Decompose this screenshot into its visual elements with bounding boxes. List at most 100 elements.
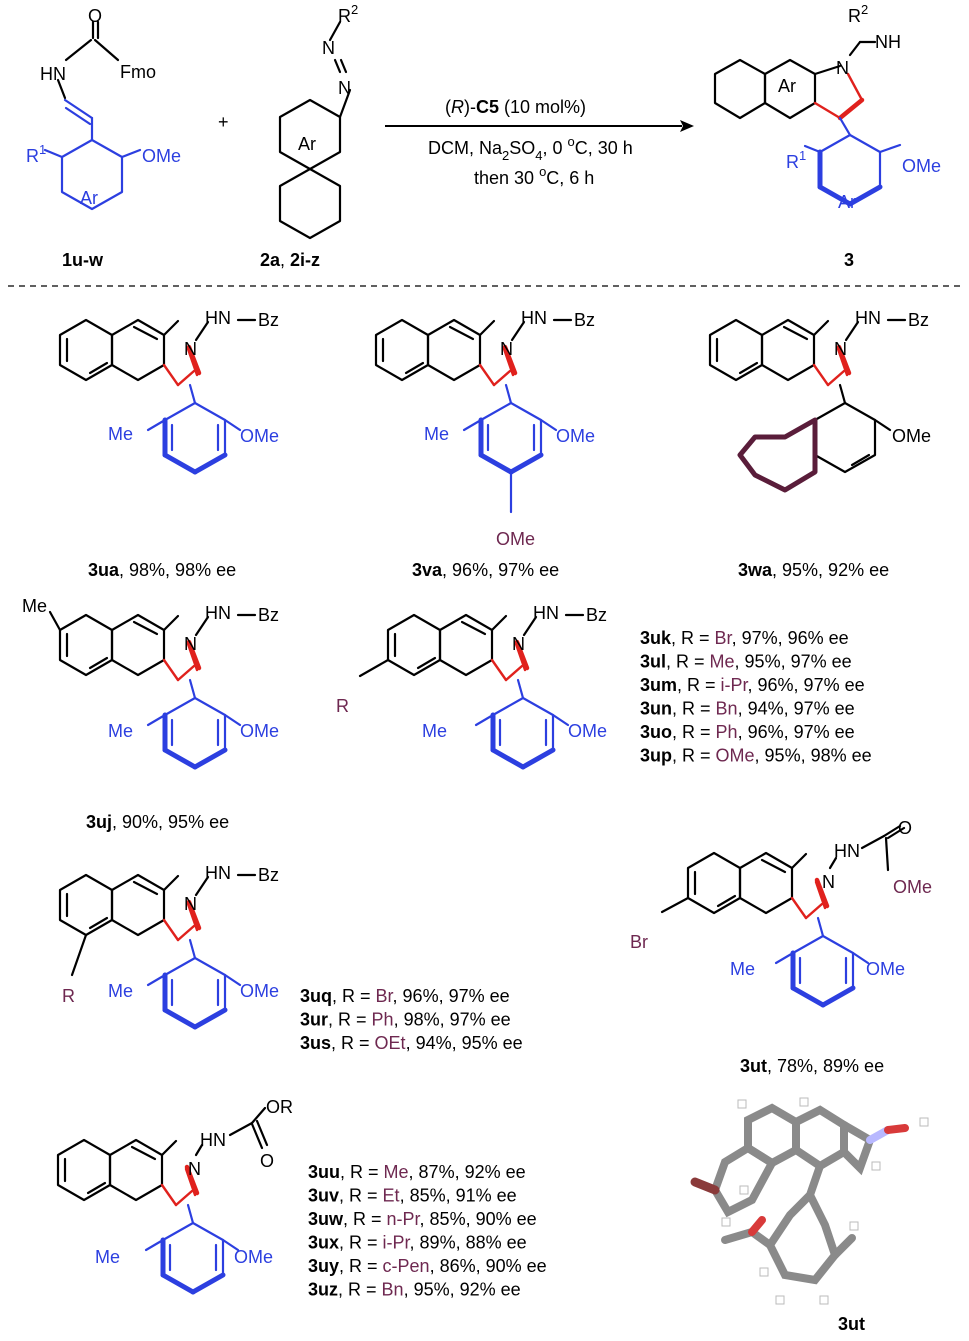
- plus-sign: +: [218, 112, 229, 132]
- reactant-2-n1: N: [322, 38, 335, 58]
- list-entry: 3uu, R = Me, 87%, 92% ee: [308, 1162, 526, 1182]
- list-entry: 3uo, R = Ph, 96%, 97% ee: [640, 722, 855, 742]
- svg-text:HN: HN: [855, 308, 881, 328]
- svg-text:N: N: [512, 634, 525, 654]
- svg-text:Bz: Bz: [586, 605, 607, 625]
- reactant-1-ome: OMe: [142, 146, 181, 166]
- list-entry: 3us, R = OEt, 94%, 95% ee: [300, 1033, 523, 1053]
- svg-text:OMe: OMe: [556, 426, 595, 446]
- svg-text:Bz: Bz: [258, 865, 279, 885]
- svg-text:N: N: [184, 634, 197, 654]
- list-entry: 3um, R = i-Pr, 96%, 97% ee: [640, 675, 865, 695]
- svg-text:N: N: [184, 339, 197, 359]
- product-3-structure: R2 NH N Ar R1 OMe Ar: [713, 2, 941, 212]
- svg-text:Me: Me: [22, 596, 47, 616]
- reactant-2-structure: R2 N N Ar: [278, 2, 358, 240]
- compound-3ut: HN O OMe N Br Me OMe: [630, 818, 932, 1005]
- svg-text:HN: HN: [200, 1130, 226, 1150]
- svg-text:N: N: [188, 1159, 201, 1179]
- reactant-1-label: 1u-w: [62, 250, 104, 270]
- svg-text:Me: Me: [422, 721, 447, 741]
- svg-text:HN: HN: [205, 308, 231, 328]
- svg-text:HN: HN: [205, 863, 231, 883]
- svg-text:N: N: [184, 894, 197, 914]
- list-entry: 3un, R = Bn, 94%, 97% ee: [640, 699, 855, 719]
- compound-3uu-3uz: HN OR O N Me OMe: [56, 1097, 293, 1292]
- list-entry: 3uq, R = Br, 96%, 97% ee: [300, 986, 510, 1006]
- svg-text:HN: HN: [834, 841, 860, 861]
- svg-text:OMe: OMe: [866, 959, 905, 979]
- list-entry: 3uk, R = Br, 97%, 96% ee: [640, 628, 849, 648]
- product-ar2: Ar: [838, 192, 856, 212]
- reactant-2-r2: R2: [338, 2, 358, 26]
- product-ome: OMe: [902, 156, 941, 176]
- compound-3wa: HN Bz N OMe: [708, 308, 931, 493]
- list-entry: 3uz, R = Bn, 95%, 92% ee: [308, 1280, 521, 1300]
- reactant-2-label: 2a, 2i-z: [260, 250, 320, 270]
- svg-text:OMe: OMe: [568, 721, 607, 741]
- svg-text:Bz: Bz: [908, 310, 929, 330]
- list-3uu-3uz: 3uu, R = Me, 87%, 92% ee 3uv, R = Et, 85%…: [308, 1162, 547, 1300]
- svg-text:OMe: OMe: [240, 981, 279, 1001]
- svg-text:HN: HN: [521, 308, 547, 328]
- svg-text:OMe: OMe: [893, 877, 932, 897]
- compound-3ua: HN Bz N Me OMe: [58, 308, 279, 472]
- reactant-1-nh: HN: [40, 64, 66, 84]
- svg-text:OMe: OMe: [240, 721, 279, 741]
- svg-text:O: O: [260, 1151, 274, 1171]
- svg-text:N: N: [822, 872, 835, 892]
- svg-text:Me: Me: [108, 424, 133, 444]
- product-label: 3: [844, 250, 854, 270]
- svg-text:Bz: Bz: [574, 310, 595, 330]
- product-ar: Ar: [778, 76, 796, 96]
- svg-text:Me: Me: [108, 981, 133, 1001]
- reactant-1-ar: Ar: [80, 188, 98, 208]
- svg-text:O: O: [898, 818, 912, 838]
- svg-text:OMe: OMe: [234, 1247, 273, 1267]
- svg-text:HN: HN: [205, 603, 231, 623]
- xray-label: 3ut: [838, 1314, 865, 1334]
- svg-text:OMe: OMe: [496, 529, 535, 549]
- conditions-line-2: DCM, Na2SO4, 0 oC, 30 h: [428, 134, 633, 163]
- label-3wa: 3wa, 95%, 92% ee: [738, 560, 889, 580]
- product-n: N: [836, 58, 849, 78]
- compound-3uq-3us: HN Bz N R Me OMe: [58, 863, 279, 1027]
- svg-text:Br: Br: [630, 932, 648, 952]
- list-entry: 3uy, R = c-Pen, 86%, 90% ee: [308, 1256, 547, 1276]
- list-entry: 3uv, R = Et, 85%, 91% ee: [308, 1186, 517, 1206]
- reactant-1-r1: R1: [26, 142, 46, 166]
- svg-text:Me: Me: [95, 1247, 120, 1267]
- compound-3uj: HN Bz N Me Me OMe: [22, 596, 279, 767]
- svg-text:Bz: Bz: [258, 605, 279, 625]
- reactant-1-o: O: [88, 6, 102, 26]
- svg-text:OR: OR: [266, 1097, 293, 1117]
- product-r1: R1: [786, 148, 806, 172]
- svg-text:R: R: [62, 986, 75, 1006]
- svg-text:OMe: OMe: [892, 426, 931, 446]
- svg-text:Me: Me: [424, 424, 449, 444]
- svg-text:N: N: [834, 339, 847, 359]
- conditions-line-3: then 30 oC, 6 h: [474, 164, 594, 188]
- svg-text:Me: Me: [730, 959, 755, 979]
- list-3uq-3us: 3uq, R = Br, 96%, 97% ee 3ur, R = Ph, 98%…: [300, 986, 523, 1053]
- list-entry: 3ux, R = i-Pr, 89%, 88% ee: [308, 1233, 527, 1253]
- xray-structure-3ut: [690, 1097, 929, 1305]
- list-entry: 3uw, R = n-Pr, 85%, 90% ee: [308, 1209, 537, 1229]
- label-3ua: 3ua, 98%, 98% ee: [88, 560, 236, 580]
- svg-text:N: N: [500, 339, 513, 359]
- reaction-arrow-head: [680, 120, 694, 132]
- svg-text:OMe: OMe: [240, 426, 279, 446]
- label-3va: 3va, 96%, 97% ee: [412, 560, 559, 580]
- svg-text:R: R: [336, 696, 349, 716]
- product-nh: NH: [875, 32, 901, 52]
- reactant-1-fmo: Fmo: [120, 62, 156, 82]
- svg-text:HN: HN: [533, 603, 559, 623]
- label-3ut: 3ut, 78%, 89% ee: [740, 1056, 884, 1076]
- compound-3va: HN Bz N Me OMe OMe: [374, 308, 595, 549]
- label-3uj: 3uj, 90%, 95% ee: [86, 812, 229, 832]
- list-entry: 3ur, R = Ph, 98%, 97% ee: [300, 1010, 511, 1030]
- svg-text:Bz: Bz: [258, 310, 279, 330]
- conditions-line-1: (R)-C5 (10 mol%): [445, 97, 586, 117]
